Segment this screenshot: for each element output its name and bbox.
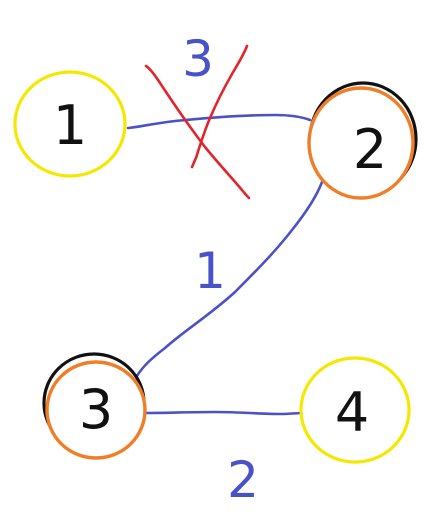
edge-2-3-weight: 1 [194,242,226,300]
node-3-label: 3 [79,378,113,441]
node-1-outline [13,70,127,178]
cross-out-mark [144,44,251,200]
edge-1-2 [126,113,312,130]
node-3-outline [45,360,147,460]
node-2: 2 [307,81,418,200]
node-1-label: 1 [53,94,87,157]
edges [126,113,324,416]
node-2-label: 2 [353,118,387,181]
edge-2-3 [135,180,324,378]
cross-out-stroke-a [144,64,251,200]
node-4-outline [299,356,411,464]
node-2-outline [307,86,415,200]
edge-1-2-weight: 3 [182,30,214,88]
edge-3-4-weight: 2 [227,451,259,509]
node-4-label: 4 [335,381,369,444]
cross-out-stroke-b [190,44,249,169]
edge-3-4 [144,410,304,416]
node-1: 1 [13,70,127,178]
node-3: 3 [42,352,147,460]
node-4: 4 [299,356,411,464]
